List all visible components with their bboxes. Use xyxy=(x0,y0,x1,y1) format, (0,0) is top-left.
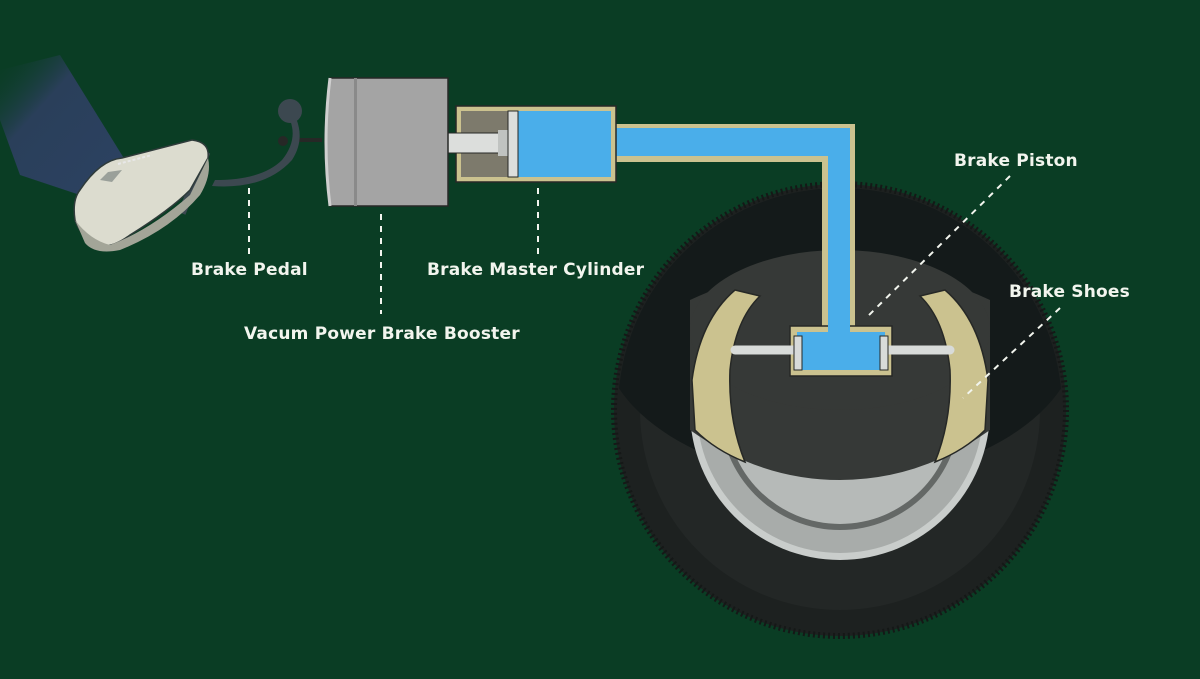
label-brake-pedal: Brake Pedal xyxy=(191,260,308,280)
leader-line-brake-shoes xyxy=(962,307,1061,399)
brake-booster-icon xyxy=(324,77,449,207)
label-brake-shoes: Brake Shoes xyxy=(1009,282,1130,302)
hydraulic-line-icon xyxy=(610,124,855,334)
label-brake-piston: Brake Piston xyxy=(954,151,1078,171)
label-brake-booster: Vacum Power Brake Booster xyxy=(244,324,520,344)
brake-shoes-icon xyxy=(691,289,989,464)
master-cylinder-icon xyxy=(447,105,617,183)
foot-on-pedal-icon xyxy=(0,55,209,252)
wheel-cylinder-icon xyxy=(730,320,955,377)
leader-line-brake-piston xyxy=(865,175,1011,319)
label-master-cylinder: Brake Master Cylinder xyxy=(427,260,645,280)
